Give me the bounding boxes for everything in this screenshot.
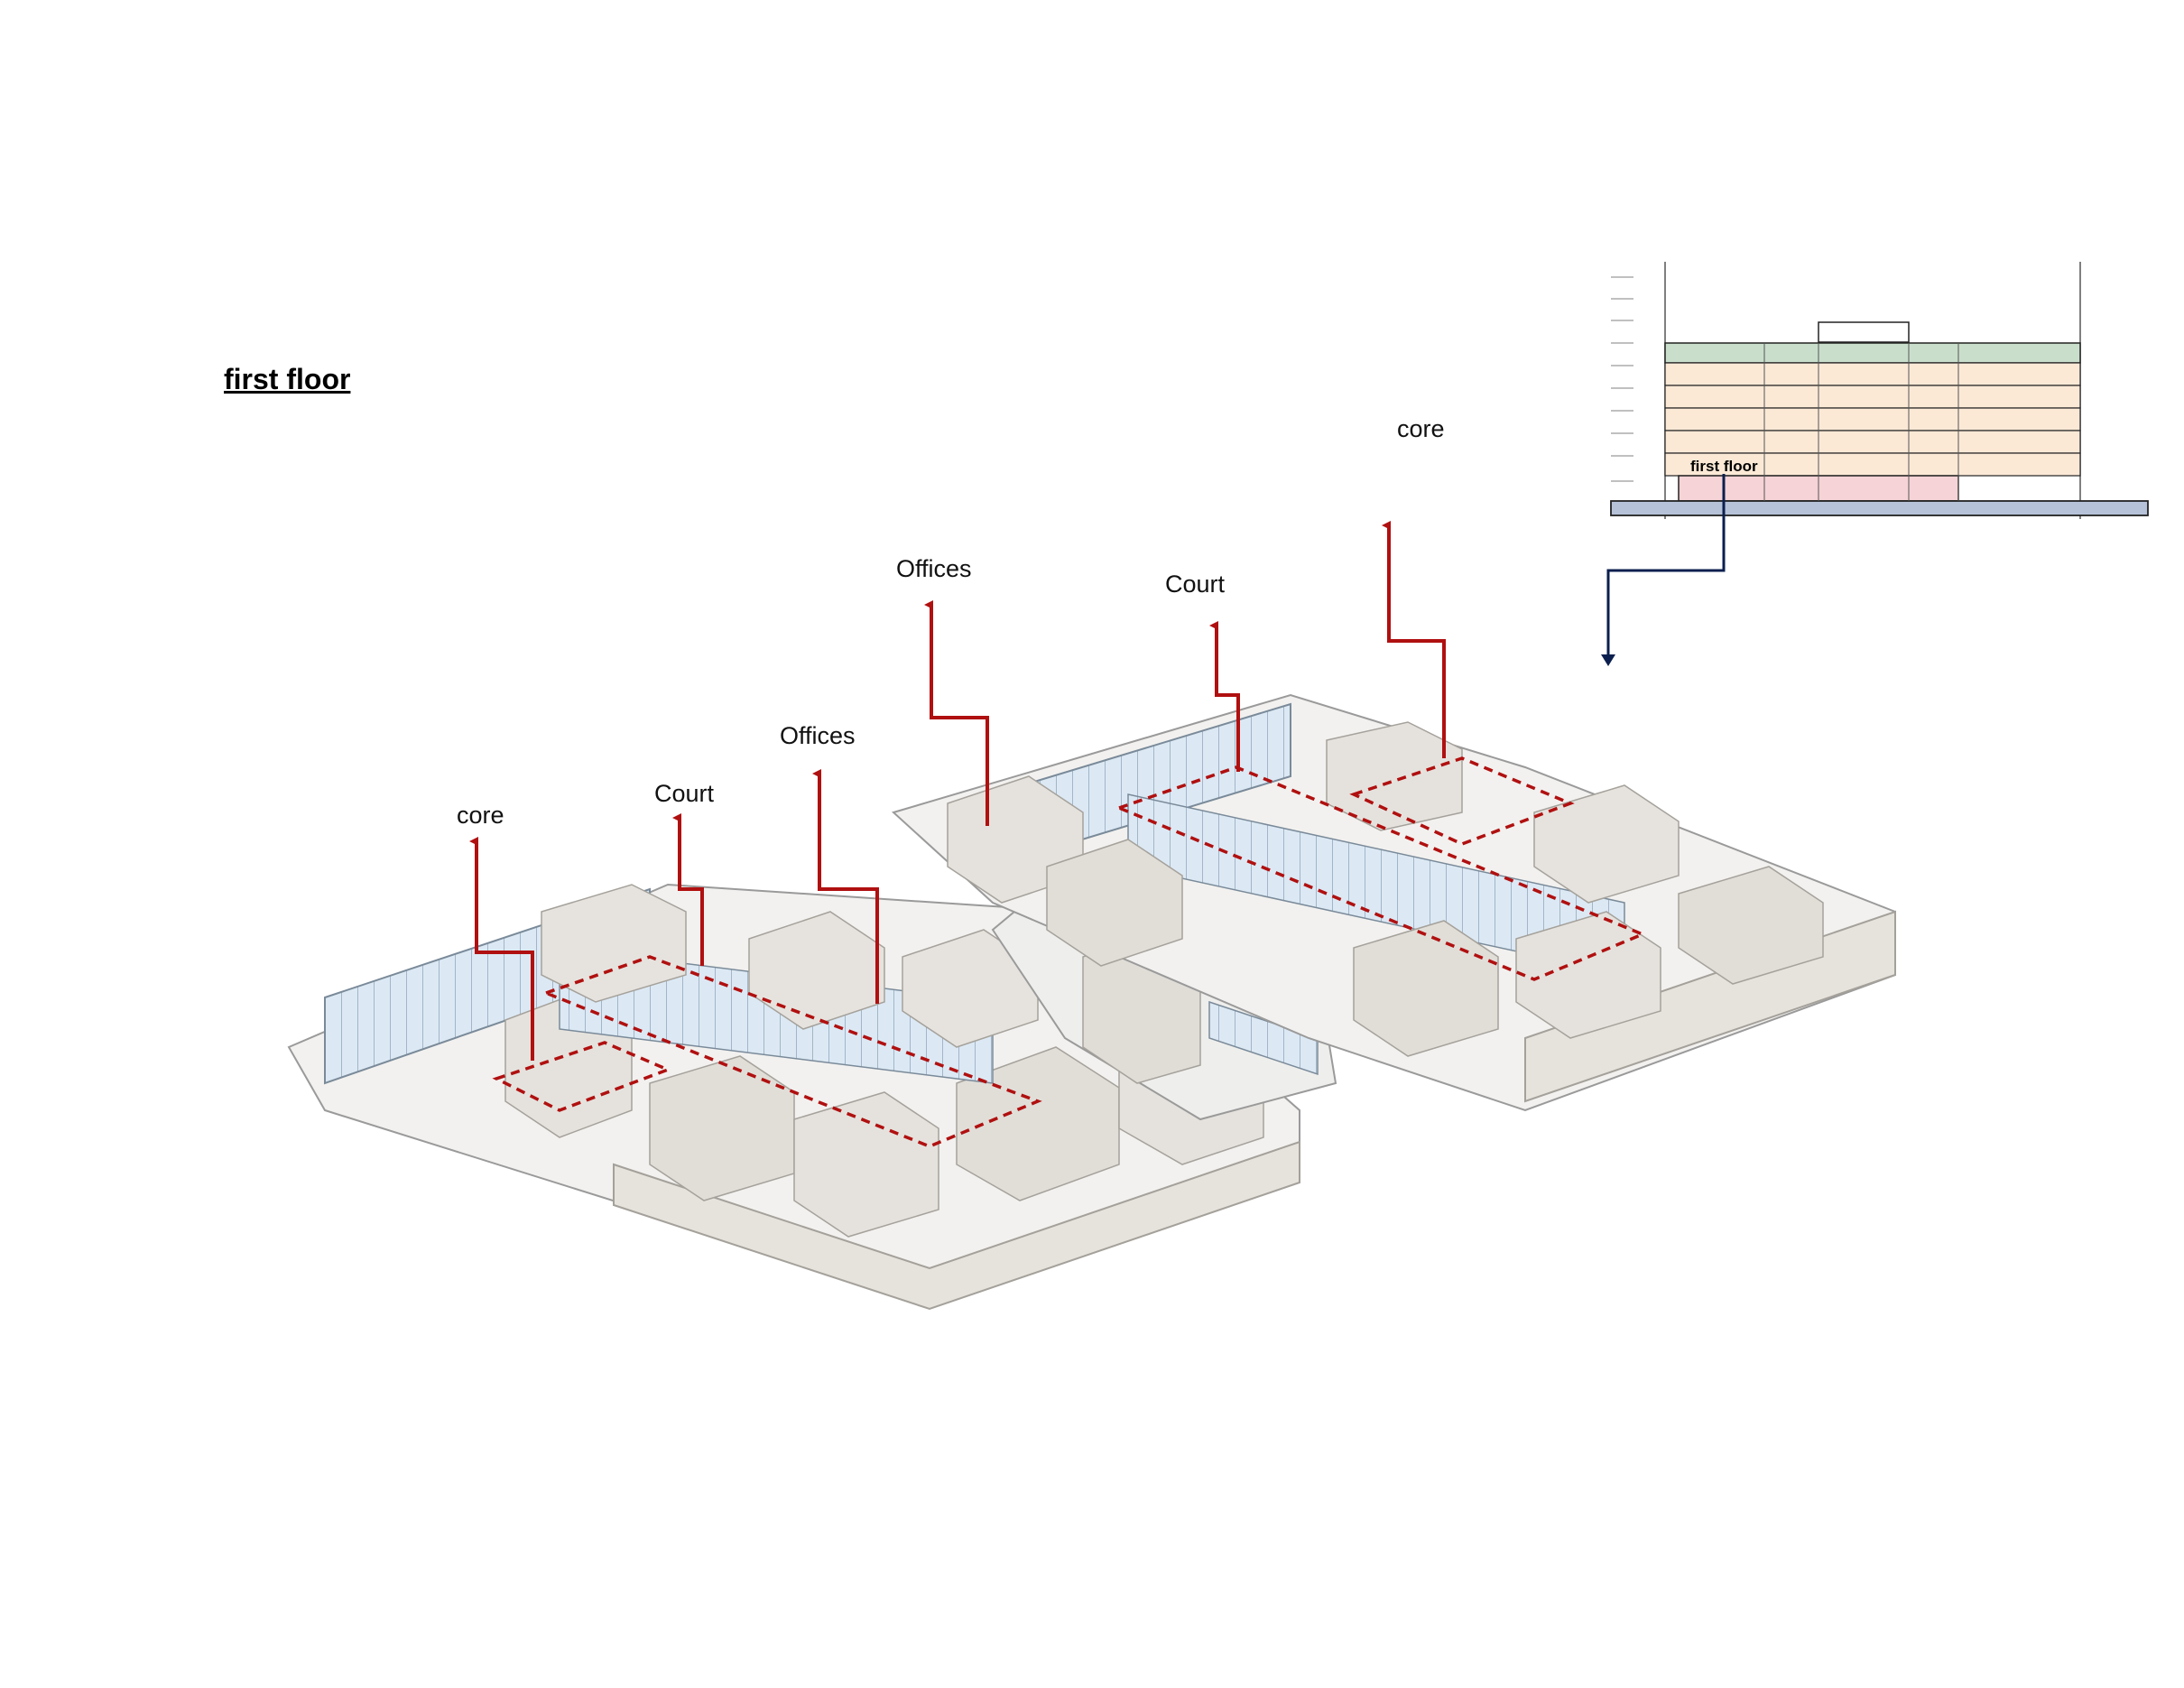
right-core-outline [1349, 756, 1575, 846]
left-offices-label: Offices [780, 722, 856, 749]
section-drawing [1606, 262, 2149, 654]
right-core-label: core [1397, 415, 1445, 442]
right-offices-arrow [924, 600, 989, 826]
building-section-inset: first floor [1597, 257, 2157, 654]
right-wing [892, 693, 1896, 1112]
left-core-label: core [457, 802, 504, 829]
left-court-arrow [672, 813, 704, 966]
left-court-label: Court [654, 780, 715, 807]
right-court-label: Court [1165, 570, 1226, 598]
left-core-arrow [469, 837, 534, 1061]
callout-arrows [469, 521, 1446, 1061]
left-court-outline [541, 955, 1042, 1148]
right-court-outline [1115, 765, 1647, 981]
right-offices-label: Offices [896, 555, 972, 582]
inset-first-floor-label: first floor [1690, 458, 1758, 475]
zone-outlines [492, 756, 1647, 1148]
right-court-arrow [1209, 621, 1240, 772]
right-core-arrow [1382, 521, 1446, 758]
page-title: first floor [224, 363, 351, 395]
left-offices-arrow [812, 769, 879, 1004]
